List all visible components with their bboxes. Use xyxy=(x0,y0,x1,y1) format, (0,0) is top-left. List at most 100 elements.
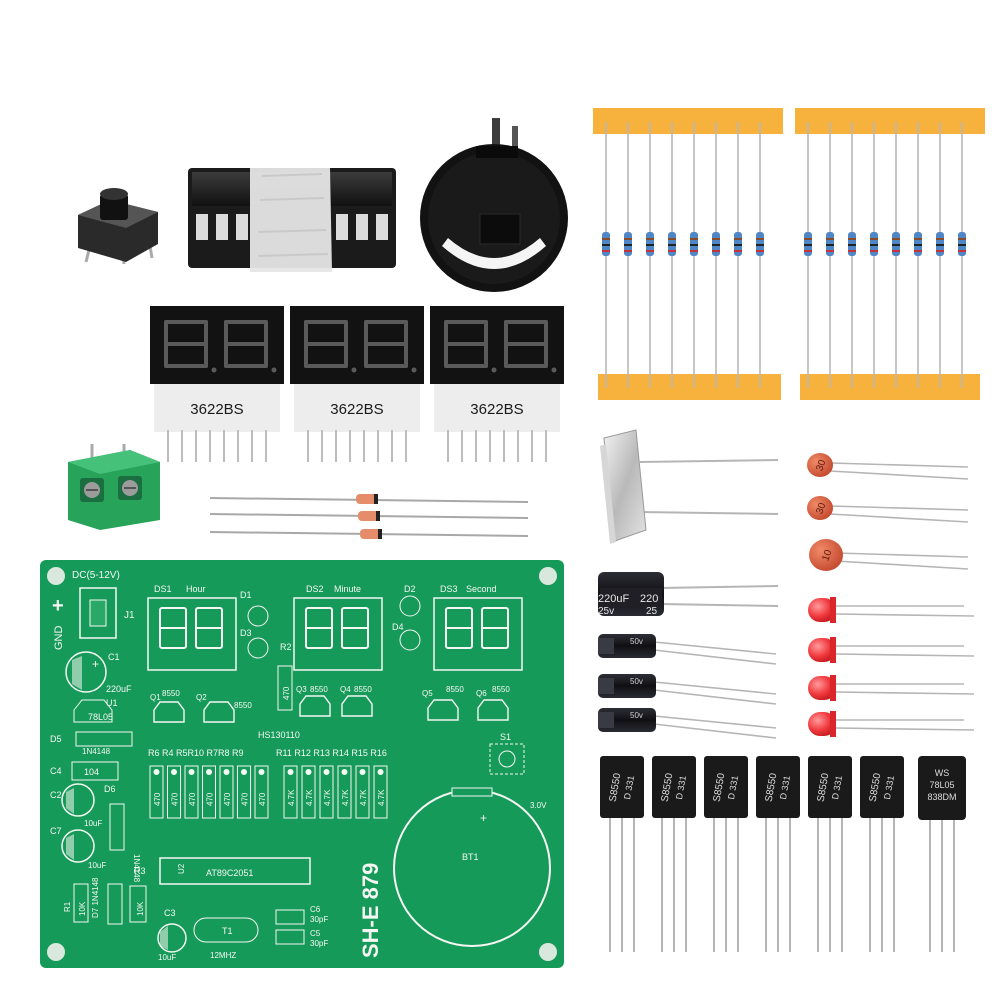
pcb-gnd-label: GND xyxy=(53,626,65,651)
pcb-resistor: 470 xyxy=(202,765,216,819)
pcb-u2: U2 xyxy=(177,863,186,874)
resistor-strip-left xyxy=(593,108,783,400)
pcb-digit-outline xyxy=(445,607,473,649)
resistor xyxy=(756,122,764,388)
electrolytic-cap-small: 50v xyxy=(598,634,777,665)
pcb-q1-val: 8550 xyxy=(162,689,180,698)
seven-segment-display: 3622BS xyxy=(150,306,284,462)
pcb-c3-val: 10uF xyxy=(158,953,176,962)
pcb-c2-val: 10uF xyxy=(84,819,102,828)
pcb-c6: C6 xyxy=(310,905,321,914)
pcb-res-labels-a: R6 R4 R5R10 R7R8 R9 xyxy=(148,748,244,758)
big-cap-value-right: 220 xyxy=(640,593,658,605)
pcb-d4: D4 xyxy=(392,622,404,632)
pcb-resistor-value: 4.7K xyxy=(341,789,350,806)
pcb-d6: D6 xyxy=(104,784,116,794)
ceramic-capacitor: 30 xyxy=(807,453,969,480)
pcb-resistor-value: 470 xyxy=(206,792,215,806)
transistor-marking-1: S8550 xyxy=(712,772,728,803)
pcb-r2: R2 xyxy=(280,642,292,652)
transistor-marking-2: D 331 xyxy=(726,775,740,800)
resistor xyxy=(804,122,812,388)
pcb-q2-val: 8550 xyxy=(234,701,252,710)
pcb-q3: Q3 xyxy=(296,685,307,694)
resistor xyxy=(848,122,856,388)
pcb-c4: C4 xyxy=(50,766,62,776)
pcb-digit-outline xyxy=(159,607,187,649)
big-cap-value-left: 220uF xyxy=(598,593,629,605)
display-label: 3622BS xyxy=(470,401,523,418)
transistor-marking-1: S8550 xyxy=(868,772,884,803)
pcb-q2: Q2 xyxy=(196,693,207,702)
pcb-c5: C5 xyxy=(310,929,321,938)
pcb-c1-plus: + xyxy=(92,657,99,671)
transistor-marking-1: S8550 xyxy=(816,772,832,803)
pcb-d1: D1 xyxy=(240,590,252,600)
ic-socket xyxy=(188,168,396,272)
display-label: 3622BS xyxy=(330,401,383,418)
pcb-minute: Minute xyxy=(334,584,361,594)
pcb-r3-val: 10K xyxy=(136,901,145,916)
pcb-mcu: AT89C2051 xyxy=(206,868,253,878)
pcb-c1: C1 xyxy=(108,652,120,662)
electrolytic-cap-small: 50v xyxy=(598,708,777,739)
pcb-u1: U1 xyxy=(106,698,118,708)
pcb-board-id: HS130110 xyxy=(258,730,300,740)
pcb-c2: C2 xyxy=(50,790,62,800)
pcb-d7: D7 1N4148 xyxy=(91,877,100,918)
pcb-resistor-value: 4.7K xyxy=(305,789,314,806)
small-cap-label: 50v xyxy=(630,637,643,646)
pcb-j1: J1 xyxy=(124,610,135,621)
resistor xyxy=(668,122,676,388)
pcb-transistor-outline xyxy=(341,695,373,717)
voltage-regulator: WS 78L05 838DM xyxy=(918,756,966,952)
pcb-hour: Hour xyxy=(186,584,206,594)
pcb-resistor-value: 470 xyxy=(153,792,162,806)
ceramic-cap-value: 10 xyxy=(820,548,834,563)
ceramic-capacitor: 10 xyxy=(809,539,969,571)
red-led xyxy=(808,675,975,701)
pcb-digit-outline xyxy=(195,607,223,649)
pcb-c5-val: 30pF xyxy=(310,939,328,948)
transistor-marking-2: D 331 xyxy=(674,775,688,800)
pcb-resistor-value: 4.7K xyxy=(287,789,296,806)
pcb-resistor: 470 xyxy=(254,765,269,819)
transistor-marking-1: S8550 xyxy=(764,772,780,803)
pcb-digit-outline xyxy=(341,607,369,649)
pcb-resistor-value: 470 xyxy=(241,792,250,806)
pcb-c6-val: 30pF xyxy=(310,915,328,924)
regulator-line1: WS xyxy=(935,768,950,778)
tactile-switch xyxy=(78,188,158,265)
resistor xyxy=(712,122,720,388)
pcb-transistor-outline xyxy=(477,699,509,721)
resistor xyxy=(892,122,900,388)
pcb-d6-val: 1N4148 xyxy=(132,854,141,883)
small-cap-label: 50v xyxy=(630,711,643,720)
resistor xyxy=(690,122,698,388)
pcb-resistor-value: 470 xyxy=(258,792,267,806)
seven-segment-display: 3622BS xyxy=(430,306,564,462)
pcb-resistor-value: 470 xyxy=(223,792,232,806)
pcb-resistor: 4.7K xyxy=(283,765,298,819)
pcb-d3: D3 xyxy=(240,628,252,638)
pcb-c1-val: 220uF xyxy=(106,684,132,694)
pcb-transistor-outline xyxy=(203,701,235,723)
pcb-board: DC(5-12V) + GND J1 + C1 220uF U1 78L05 D… xyxy=(40,560,564,968)
diodes xyxy=(209,494,529,539)
pcb-d5: D5 xyxy=(50,734,62,744)
diode xyxy=(209,529,529,539)
resistor xyxy=(734,122,742,388)
pcb-q1: Q1 xyxy=(150,693,161,702)
pcb-resistor: 4.7K xyxy=(301,765,316,819)
electrolytic-cap-small: 50v xyxy=(598,674,777,705)
pcb-q6-val: 8550 xyxy=(492,685,510,694)
battery-holder xyxy=(420,118,568,292)
transistor-marking-2: D 331 xyxy=(778,775,792,800)
red-led xyxy=(808,711,975,737)
big-cap-voltage-right: 25 xyxy=(646,606,658,617)
